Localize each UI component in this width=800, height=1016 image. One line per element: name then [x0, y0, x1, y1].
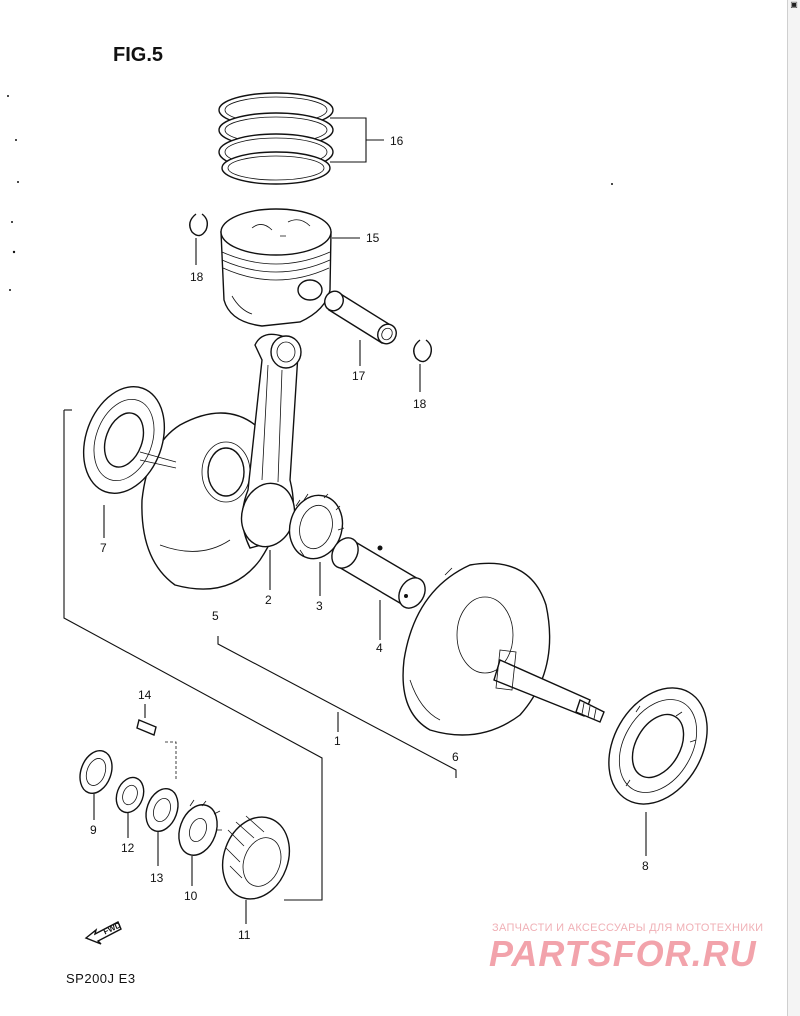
crank-web-left [141, 412, 284, 590]
woodruff-key [136, 719, 157, 736]
callout-6: 6 [452, 750, 459, 764]
callout-8: 8 [642, 859, 649, 873]
callout-14: 14 [138, 688, 152, 702]
corner-mark-icon: ▣ [790, 0, 798, 9]
callout-7: 7 [100, 541, 107, 555]
bearing-right [608, 687, 708, 805]
piston-pin [324, 290, 397, 345]
callout-9: 9 [90, 823, 97, 837]
spacer [115, 776, 145, 814]
watermark-tagline: ЗАПЧАСТИ И АКСЕССУАРЫ ДЛЯ МОТОТЕХНИКИ [492, 922, 764, 934]
callout-17: 17 [352, 369, 366, 383]
callout-10: 10 [184, 889, 198, 903]
helical-gear [221, 815, 291, 900]
piston [220, 208, 332, 327]
primary-drive-gear [178, 799, 222, 856]
callout-18-right: 18 [413, 397, 427, 411]
callout-15: 15 [366, 231, 380, 245]
callout-12: 12 [121, 841, 135, 855]
callout-4: 4 [376, 641, 383, 655]
callout-5: 5 [212, 609, 219, 623]
needle-bearing [288, 493, 345, 560]
piston-rings [218, 92, 334, 185]
callout-2: 2 [265, 593, 272, 607]
callout-16: 16 [390, 134, 404, 148]
callout-3: 3 [316, 599, 323, 613]
callout-18-left: 18 [190, 270, 204, 284]
crank-web-right [402, 562, 605, 736]
circlip-left [189, 213, 209, 237]
scan-specks [7, 95, 613, 291]
oil-seal [79, 749, 113, 795]
callout-labels: 16 15 18 17 18 7 2 3 5 4 14 1 6 9 12 8 1… [90, 134, 649, 942]
circlip-right [413, 339, 433, 363]
fwd-arrow-icon [84, 921, 122, 945]
callout-11: 11 [238, 928, 251, 942]
bearing-left [82, 386, 177, 494]
page-edge: ▣ [787, 0, 800, 1016]
callout-13: 13 [150, 871, 164, 885]
washer [145, 787, 179, 833]
model-code: SP200J E3 [66, 971, 136, 986]
callout-1: 1 [334, 734, 341, 748]
watermark-brand: PARTSFOR.RU [489, 933, 757, 974]
figure-title: FIG.5 [113, 44, 164, 66]
crank-pin [331, 537, 426, 609]
